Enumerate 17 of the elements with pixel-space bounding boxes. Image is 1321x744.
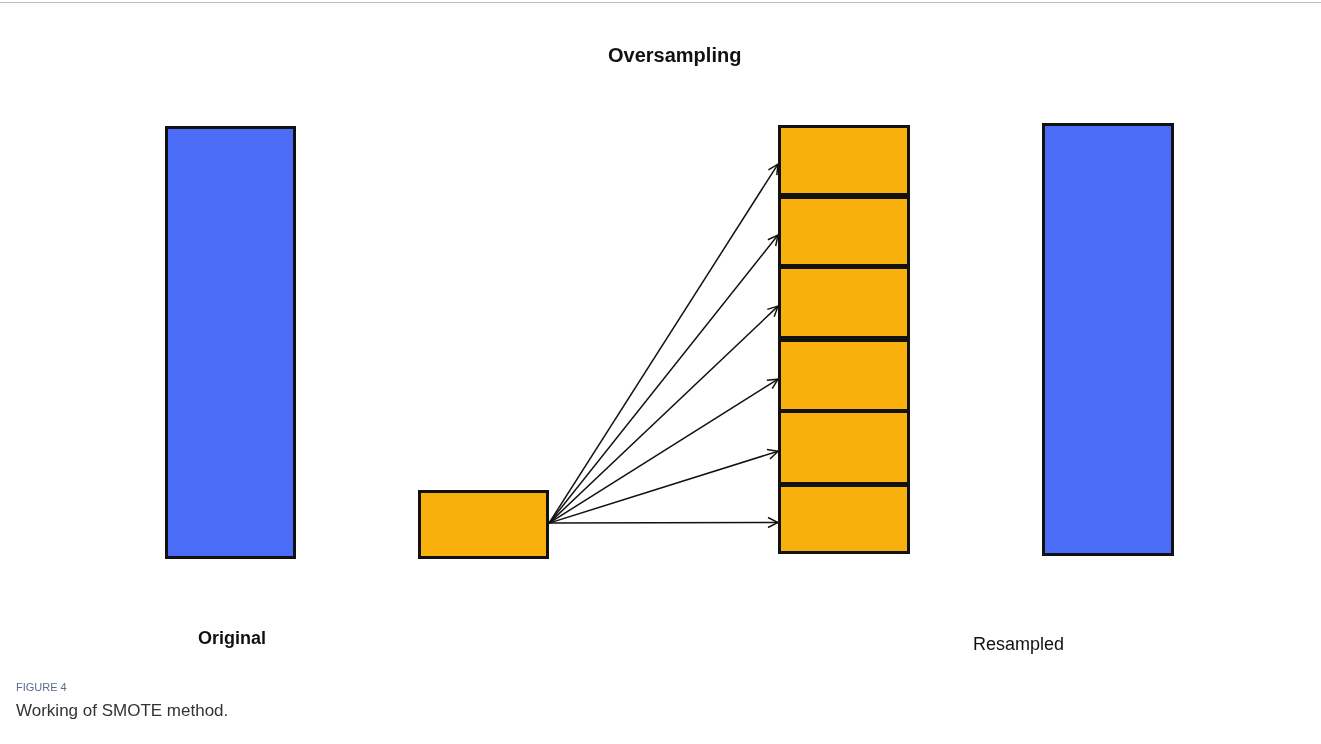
- title: Oversampling: [608, 44, 742, 67]
- arrow: [548, 378, 779, 524]
- bar-shape: [165, 126, 296, 559]
- arrow: [548, 516, 779, 529]
- axis-label: Original: [198, 628, 266, 649]
- box-shape: [778, 196, 910, 267]
- arrow: [548, 305, 779, 524]
- box-shape: [778, 410, 910, 485]
- figure-number: FIGURE 4: [16, 681, 67, 693]
- bar-shape: [1042, 123, 1174, 556]
- box-shape: [778, 266, 910, 339]
- box-shape: [778, 484, 910, 554]
- box-shape: [418, 490, 549, 559]
- caption: Working of SMOTE method.: [16, 701, 229, 721]
- box-shape: [778, 125, 910, 196]
- axis-label: Resampled: [973, 634, 1065, 655]
- box-shape: [778, 339, 910, 412]
